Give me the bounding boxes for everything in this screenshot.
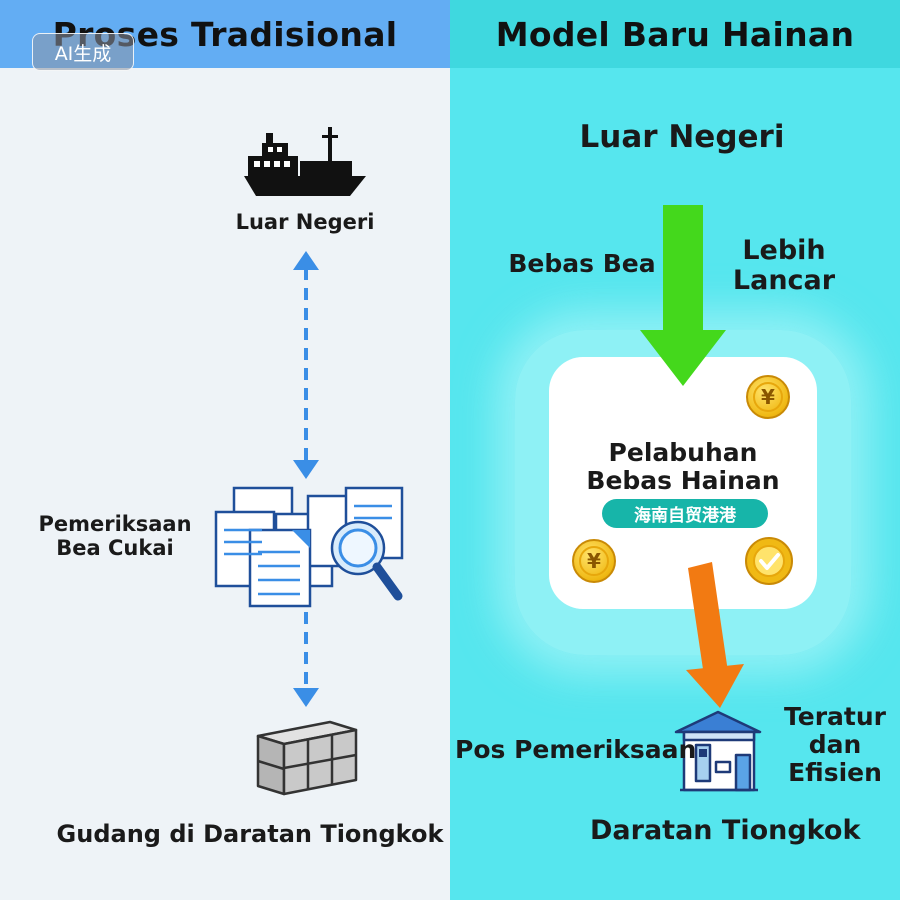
duty-free-label: Bebas Bea xyxy=(508,249,656,278)
coin-symbol: ¥ xyxy=(579,546,609,576)
smoother-label: Lebih Lancar xyxy=(732,235,836,297)
documents-magnifier-icon xyxy=(214,486,404,608)
checkpoint-label: Pos Pemeriksaan xyxy=(455,735,697,764)
left-source-label: Luar Negeri xyxy=(235,210,375,234)
hainan-header: Model Baru Hainan xyxy=(450,0,900,68)
mainland-label: Daratan Tiongkok xyxy=(590,815,861,846)
checkpoint-building-icon xyxy=(674,710,762,792)
dashed-arrow-upper xyxy=(293,251,319,479)
traditional-process-panel: Proses Tradisional xyxy=(0,0,450,900)
dashed-arrow-lower xyxy=(293,612,319,707)
right-source-label: Luar Negeri xyxy=(579,119,785,155)
port-badge: 海南自贸港港 xyxy=(602,499,768,528)
orderly-efficient-label: Teratur dan Efisien xyxy=(784,702,886,787)
coin-icon: ¥ xyxy=(746,375,790,419)
coin-icon: ¥ xyxy=(572,539,616,583)
orange-arrow xyxy=(686,562,744,708)
boxes-icon xyxy=(256,720,358,796)
check-badge-icon xyxy=(745,537,793,585)
ai-generated-badge: AI生成 xyxy=(32,33,134,71)
ship-icon xyxy=(244,127,366,196)
coin-symbol: ¥ xyxy=(753,382,783,412)
warehouse-label: Gudang di Daratan Tiongkok xyxy=(56,820,444,848)
customs-check-label: Pemeriksaan Bea Cukai xyxy=(38,512,192,560)
free-port-label: Pelabuhan Bebas Hainan xyxy=(586,438,780,495)
green-arrow xyxy=(640,205,726,386)
